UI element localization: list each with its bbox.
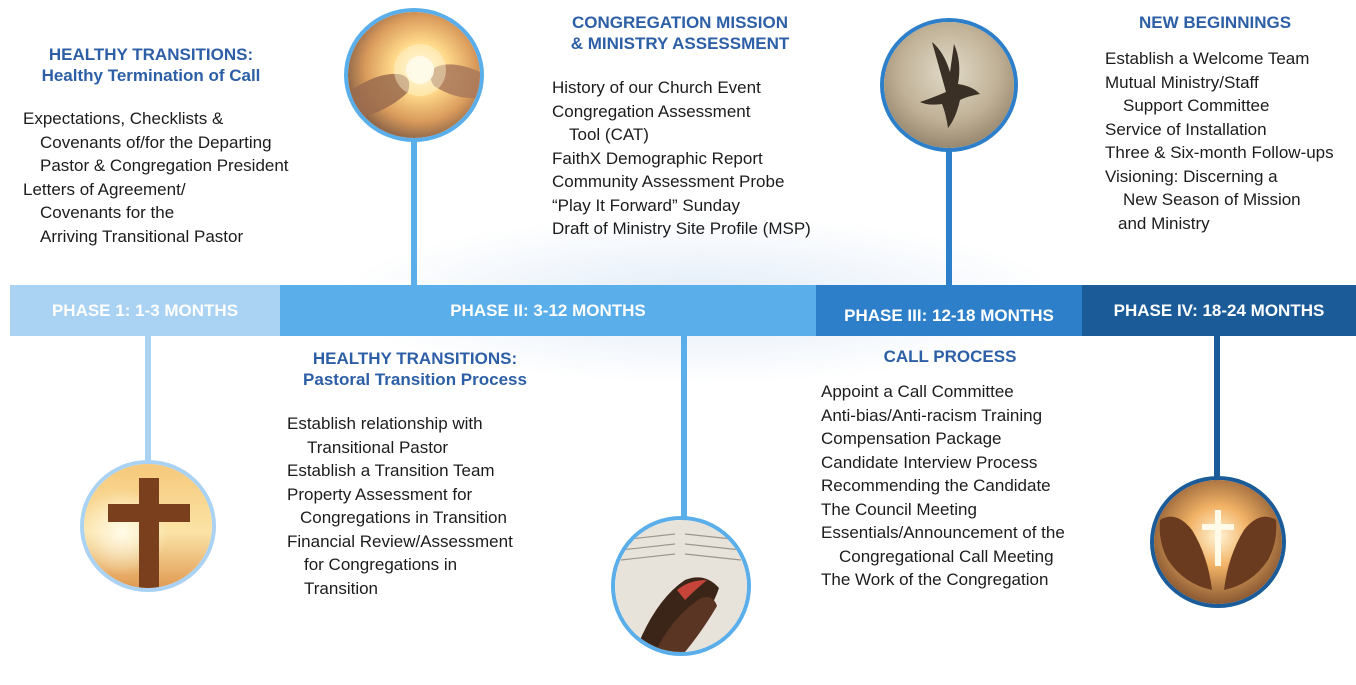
list-item: The Council Meeting bbox=[821, 499, 977, 519]
new-beginnings-title: NEW BEGINNINGS bbox=[1138, 13, 1292, 32]
cupped-hands-cross-icon bbox=[1154, 480, 1282, 604]
mission-assessment-heading: CONGREGATION MISSION & MINISTRY ASSESSME… bbox=[540, 12, 820, 54]
termination-title-line2: Healthy Termination of Call bbox=[41, 66, 261, 85]
list-item: for Congregations in bbox=[304, 555, 458, 574]
termination-list: Expectations, Checklists & Covenants of/… bbox=[23, 107, 289, 248]
list-item: Tool (CAT) bbox=[569, 125, 649, 144]
list-item: Congregational Call Meeting bbox=[839, 546, 1054, 566]
list-item: New Season of Mission bbox=[1123, 190, 1301, 209]
phase-label-3: PHASE III: 12-18 MONTHS bbox=[844, 306, 1054, 325]
hands-light-icon bbox=[348, 12, 480, 138]
list-item: Property Assessment for bbox=[287, 484, 473, 504]
connector-cross bbox=[145, 334, 151, 464]
mission-assessment-title-line1: CONGREGATION MISSION bbox=[572, 13, 788, 32]
list-item: Support Committee bbox=[1123, 96, 1270, 115]
pastoral-transition-list: Establish relationship with Transitional… bbox=[287, 412, 513, 600]
pastoral-transition-heading: HEALTHY TRANSITIONS: Pastoral Transition… bbox=[280, 348, 550, 390]
list-item: The Work of the Congregation bbox=[821, 570, 1049, 589]
list-item: Essentials/Announcement of the bbox=[821, 523, 1065, 542]
phase-label-2: PHASE II: 3-12 MONTHS bbox=[450, 300, 646, 320]
list-item: Congregation Assessment bbox=[552, 101, 751, 121]
list-item: Draft of Ministry Site Profile (MSP) bbox=[552, 219, 811, 238]
cross-image bbox=[80, 460, 216, 592]
connector-hands-light bbox=[411, 140, 417, 288]
list-item: Letters of Agreement/ bbox=[23, 179, 186, 199]
list-item: Three & Six-month Follow-ups bbox=[1105, 143, 1334, 162]
phase-band-2: PHASE II: 3-12 MONTHS bbox=[280, 285, 816, 336]
call-process-heading: CALL PROCESS bbox=[820, 346, 1080, 367]
list-item: Covenants for the bbox=[40, 203, 175, 222]
pastoral-transition-title-line2: Pastoral Transition Process bbox=[303, 370, 527, 389]
list-item: Transitional Pastor bbox=[307, 437, 449, 457]
dove-icon bbox=[884, 22, 1014, 148]
list-item: Arriving Transitional Pastor bbox=[40, 226, 244, 246]
list-item: Establish a Transition Team bbox=[287, 461, 495, 480]
connector-cupped-hands bbox=[1214, 334, 1220, 484]
list-item: Covenants of/for the Departing bbox=[40, 132, 272, 152]
mission-assessment-list: History of our Church Event Congregation… bbox=[552, 76, 811, 241]
list-item: Establish relationship with bbox=[287, 414, 483, 433]
list-item: Appoint a Call Committee bbox=[821, 382, 1014, 401]
list-item: Expectations, Checklists & bbox=[23, 109, 224, 128]
list-item: Mutual Ministry/Staff bbox=[1105, 72, 1259, 92]
list-item: and Ministry bbox=[1118, 213, 1210, 233]
praying-hands-image bbox=[611, 516, 751, 656]
phase-band-3: PHASE III: 12-18 MONTHS bbox=[816, 285, 1082, 336]
praying-hands-bible-icon bbox=[615, 520, 747, 652]
new-beginnings-heading: NEW BEGINNINGS bbox=[1100, 12, 1330, 33]
list-item: Transition bbox=[304, 578, 379, 598]
termination-heading: HEALTHY TRANSITIONS: Healthy Termination… bbox=[10, 44, 292, 86]
list-item: History of our Church Event bbox=[552, 78, 761, 97]
pastoral-transition-title-line1: HEALTHY TRANSITIONS: bbox=[312, 349, 518, 368]
call-process-list: Appoint a Call Committee Anti-bias/Anti-… bbox=[821, 380, 1065, 592]
connector-dove bbox=[946, 150, 952, 288]
phase-band-4: PHASE IV: 18-24 MONTHS bbox=[1082, 285, 1356, 336]
list-item: Compensation Package bbox=[821, 429, 1002, 448]
list-item: Congregations in Transition bbox=[300, 508, 507, 527]
list-item: Recommending the Candidate bbox=[821, 476, 1051, 495]
list-item: Service of Installation bbox=[1105, 119, 1267, 139]
phase-band-1: PHASE 1: 1-3 MONTHS bbox=[10, 285, 280, 336]
list-item: Pastor & Congregation President bbox=[40, 156, 289, 175]
list-item: Financial Review/Assessment bbox=[287, 531, 513, 551]
connector-praying-hands bbox=[681, 334, 687, 522]
new-beginnings-list: Establish a Welcome Team Mutual Ministry… bbox=[1105, 47, 1334, 235]
dove-image bbox=[880, 18, 1018, 152]
list-item: Anti-bias/Anti-racism Training bbox=[821, 405, 1043, 425]
call-process-title: CALL PROCESS bbox=[883, 347, 1017, 366]
list-item: Establish a Welcome Team bbox=[1105, 49, 1310, 68]
hands-light-image bbox=[344, 8, 484, 142]
cupped-hands-image bbox=[1150, 476, 1286, 608]
cross-sunset-icon bbox=[84, 464, 212, 588]
mission-assessment-title-line2: & MINISTRY ASSESSMENT bbox=[570, 34, 790, 53]
list-item: Visioning: Discerning a bbox=[1105, 166, 1278, 186]
termination-title-line1: HEALTHY TRANSITIONS: bbox=[48, 45, 254, 64]
list-item: FaithX Demographic Report bbox=[552, 148, 763, 168]
phase-label-1: PHASE 1: 1-3 MONTHS bbox=[51, 300, 239, 320]
list-item: Community Assessment Probe bbox=[552, 172, 785, 191]
list-item: Candidate Interview Process bbox=[821, 452, 1038, 472]
list-item: “Play It Forward” Sunday bbox=[552, 195, 741, 215]
phase-label-4: PHASE IV: 18-24 MONTHS bbox=[1113, 300, 1325, 320]
